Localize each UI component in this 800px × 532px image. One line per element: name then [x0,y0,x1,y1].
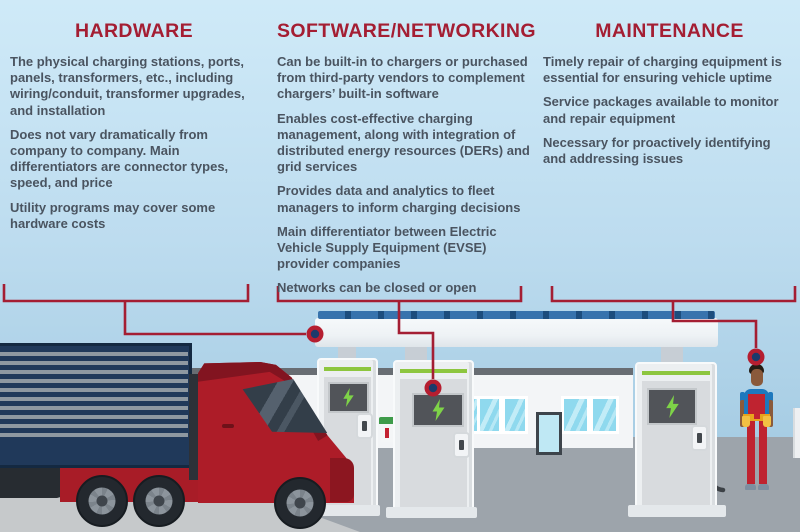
charger-nozzle [453,432,470,458]
edge-charger-sliver [793,408,800,458]
charger-accent-stripe [400,369,467,373]
charger-accent-stripe [324,367,371,371]
truck-front-bumper [330,458,354,502]
hardware-bracket [2,284,250,303]
building-window [476,396,528,434]
truck-wheel [133,475,185,527]
truck-wheel [274,477,326,529]
window-pane [590,396,619,434]
column-paragraph: Provides data and analytics to fleet man… [277,183,521,215]
column-paragraph: Enables cost-effective charging manageme… [277,110,530,175]
window-pane [561,396,590,434]
kiosk-roof [379,417,400,424]
tool-item [754,413,760,419]
charger-base [311,505,380,516]
column-hardware: HARDWARE The physical charging stations,… [10,20,258,240]
column-paragraph: Networks can be closed or open [277,280,477,296]
technician-overalls [748,394,765,417]
column-title: SOFTWARE/NETWORKING [277,20,536,42]
truck-wheel [76,475,128,527]
column-maintenance: MAINTENANCE Timely repair of charging eq… [543,20,796,175]
building-door [536,412,562,455]
column-software-networking: SOFTWARE/NETWORKING Can be built-in to c… [277,20,536,305]
lightning-bolt-icon [343,388,354,407]
charger-base [628,505,726,517]
hardware-connector [123,301,306,336]
charger-base [386,507,477,518]
charger-nozzle [691,425,708,451]
maintenance-bracket [550,286,797,303]
column-paragraph: The physical charging stations, ports, p… [10,54,245,118]
truck-trailer [0,343,192,468]
column-paragraph: Does not vary dramatically from company … [10,126,229,191]
trailer-corrugation [0,352,188,442]
column-paragraph: Service packages available to monitor an… [543,94,779,126]
technician-shoe [758,484,769,490]
charger-screen [328,382,369,413]
technician-shoe [745,484,756,490]
column-paragraph: Necessary for proactively identifying an… [543,134,771,167]
column-title: HARDWARE [74,20,194,42]
building-roofline [150,368,633,375]
technician-arm [740,400,745,427]
technician-arm [768,400,773,427]
charger-screen [412,393,464,427]
truck-door-handle [222,424,234,428]
column-paragraph: Main differentiator between Electric Veh… [277,223,497,272]
column-paragraph: Timely repair of charging equipment is e… [543,54,782,86]
technician-leg [747,420,755,484]
technician-leg [759,420,767,484]
column-paragraph: Utility programs may cover some hardware… [10,199,216,231]
technician-head [750,369,763,386]
lightning-bolt-icon [432,399,444,421]
lightning-bolt-icon [665,395,679,418]
technician-sleeve [768,392,773,402]
column-title: MAINTENANCE [595,20,744,42]
charger-nozzle [356,413,373,439]
charging-canopy [315,318,718,347]
technician-sleeve [740,392,745,402]
charger-screen [647,388,697,425]
column-paragraph: Can be built-in to chargers or purchased… [277,54,528,102]
building-window [561,396,619,434]
kiosk-door [385,428,389,438]
charger-accent-stripe [642,371,710,375]
tool-pouch [742,416,750,427]
tool-pouch [763,416,771,427]
solar-panel-strip-icon [318,311,715,319]
window-pane [502,396,528,434]
